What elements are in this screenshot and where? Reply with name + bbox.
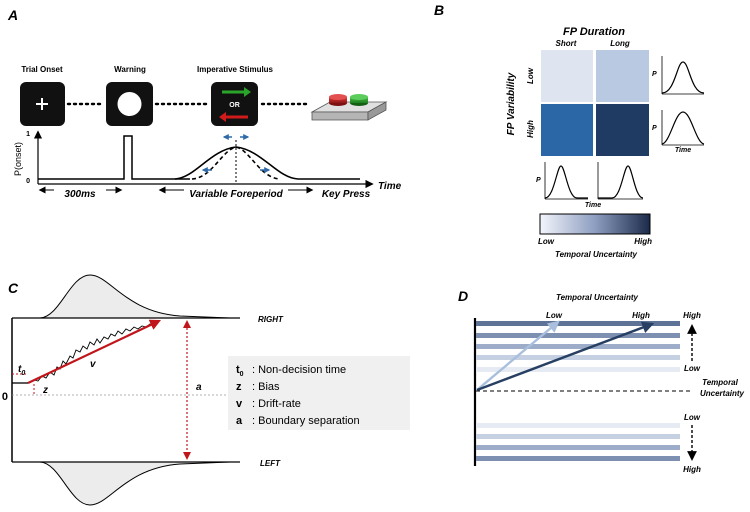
parameter-legend — [228, 356, 410, 430]
short-duration-distribution: P — [536, 162, 588, 200]
fp-duration-title: FP Duration — [563, 26, 625, 38]
p-label: P — [536, 177, 541, 184]
column-short: Short — [556, 39, 577, 48]
z-label: z — [42, 385, 48, 396]
left-rt-distribution — [39, 461, 231, 506]
trial-onset-screen — [20, 82, 65, 126]
scale-high-top: High — [683, 311, 701, 320]
temporal-uncertainty-colorbar — [539, 213, 651, 235]
or-text: OR — [229, 102, 240, 109]
legend-items: t0 : Non-decision time z : Bias v : Drift-rat… — [236, 364, 360, 427]
imperative-stimulus-label: Imperative Stimulus — [197, 65, 274, 74]
fp-variability-label: FP Variability — [506, 72, 517, 135]
boundary-bar — [476, 355, 680, 360]
boundary-bar — [476, 333, 680, 338]
time-label: Time — [585, 202, 601, 209]
panel-b: B FP Duration Short Long FP Variability … — [434, 2, 705, 259]
scale-low-bottom: Low — [684, 413, 701, 422]
right-boundary-label: RIGHT — [258, 315, 284, 324]
diffusion-trace — [27, 321, 159, 384]
colorbar-low: Low — [538, 237, 555, 246]
interval-label: 300ms — [64, 189, 96, 200]
a-label: a — [196, 382, 202, 393]
side-label-uncertainty: Uncertainty — [700, 389, 745, 398]
warning-screen — [106, 82, 153, 126]
high-uncertainty-drift-arrow — [476, 321, 655, 392]
row-low: Low — [526, 67, 535, 84]
left-boundary-label: LEFT — [260, 459, 281, 468]
response-box-icon — [310, 94, 388, 121]
low-uncertainty-drift-arrow — [476, 320, 560, 391]
boundary-bar — [476, 367, 680, 372]
panel-a: A Trial Onset Warning Imperative Stimulu… — [7, 7, 402, 200]
boundary-bar — [476, 321, 680, 326]
legend-description: : Drift-rate — [252, 398, 301, 410]
boundary-bar — [476, 434, 680, 439]
boundary-bar — [476, 344, 680, 349]
column-long: Long — [610, 39, 630, 48]
boundary-bar — [476, 445, 680, 450]
warning-label: Warning — [114, 65, 146, 74]
legend-description: : Bias — [252, 381, 280, 393]
legend-symbol: a — [236, 415, 243, 427]
high-variability-distribution: P Time — [652, 110, 705, 154]
v-label: v — [90, 359, 97, 370]
y-tick-0: 0 — [26, 178, 30, 185]
long-duration-distribution — [597, 162, 644, 200]
drift-rate-arrow — [27, 319, 161, 384]
imperative-stimulus-screen: OR — [211, 82, 258, 126]
lower-boundary-bars — [476, 423, 680, 461]
time-label: Time — [675, 147, 691, 154]
low-variability-distribution: P — [652, 56, 705, 95]
boundary-bar — [476, 423, 680, 428]
cell-long-low — [596, 50, 649, 102]
colorbar-high: High — [634, 237, 652, 246]
cell-long-high — [596, 104, 649, 156]
boundary-bar — [476, 456, 680, 461]
legend-symbol: z — [236, 381, 242, 393]
row-high: High — [526, 120, 535, 138]
right-rt-distribution — [39, 274, 231, 319]
cell-short-high — [541, 104, 593, 156]
p-label: P — [652, 71, 657, 78]
scale-high-bottom: High — [683, 465, 701, 474]
colorbar-label: Temporal Uncertainty — [555, 250, 637, 259]
panel-b-letter: B — [434, 2, 444, 18]
time-label: Time — [378, 181, 402, 192]
key-press-label: Key Press — [322, 189, 371, 200]
temporal-uncertainty-title: Temporal Uncertainty — [556, 293, 638, 302]
panel-d-letter: D — [458, 288, 468, 304]
onset-distribution-wide — [174, 146, 360, 180]
low-arrow-label: Low — [546, 311, 563, 320]
legend-description: : Boundary separation — [252, 415, 360, 427]
legend-symbol: t0 — [236, 364, 244, 378]
scale-low-top: Low — [684, 364, 701, 373]
t0-label: t0 — [18, 364, 25, 377]
p-label: P — [652, 125, 657, 132]
zero-label: 0 — [2, 391, 8, 403]
y-tick-1: 1 — [26, 131, 30, 138]
panel-d: D Temporal Uncertainty Low High High Low… — [458, 288, 745, 474]
high-arrow-label: High — [632, 311, 650, 320]
legend-symbol: v — [236, 398, 243, 410]
panel-c-letter: C — [8, 280, 19, 296]
y-axis-label: P(onset) — [13, 142, 23, 176]
side-label-temporal: Temporal — [702, 378, 738, 387]
trial-onset-label: Trial Onset — [21, 65, 63, 74]
panel-c: C 0 RIGHT LEFT t0 z v a t0 : Non-decision… — [2, 274, 410, 506]
warning-circle-icon — [117, 92, 142, 116]
warning-pulse — [38, 135, 190, 180]
cell-short-low — [541, 50, 593, 102]
legend-description: : Non-decision time — [252, 364, 346, 376]
panel-a-letter: A — [7, 7, 18, 23]
variable-foreperiod-label: Variable Foreperiod — [189, 189, 283, 200]
upper-boundary-bars — [476, 321, 680, 372]
